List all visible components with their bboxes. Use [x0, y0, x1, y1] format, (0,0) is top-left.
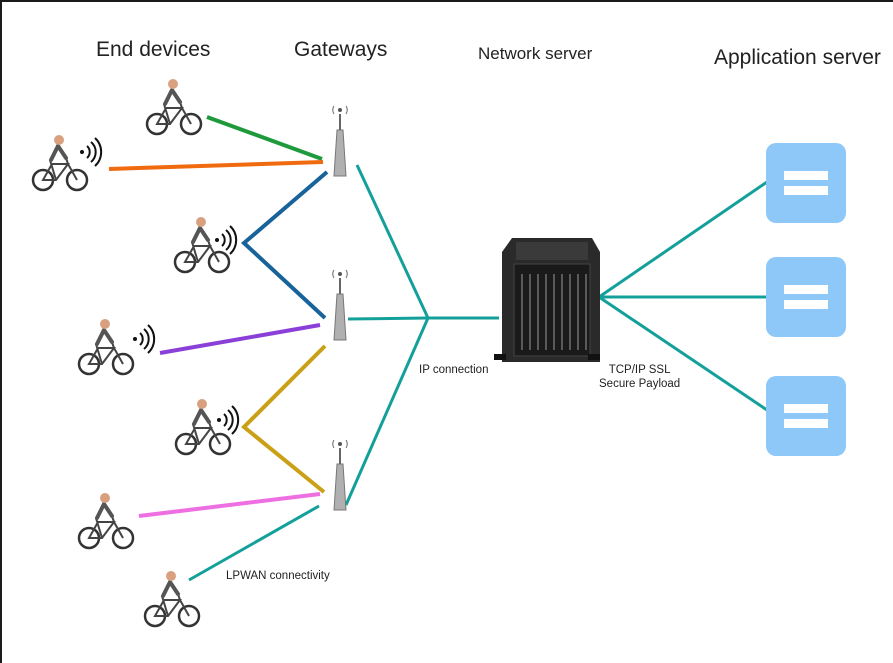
- signal-icon: [132, 324, 156, 354]
- link-cyclist2-gw1: [108, 160, 324, 171]
- network-server-icon: [494, 238, 600, 362]
- end-devices-title: End devices: [96, 38, 211, 61]
- application-server-title: Application server: [714, 46, 881, 69]
- ip-backhaul-link: [344, 164, 430, 506]
- tcp-ssl-line1: TCP/IP SSL: [608, 364, 671, 376]
- end-device-cyclist-3: [173, 215, 231, 274]
- end-device-cyclist-2: [31, 133, 89, 192]
- link-cyclist1-gw1: [206, 115, 323, 161]
- gateways-title: Gateways: [294, 38, 388, 61]
- end-device-cyclist-5: [174, 397, 232, 456]
- link-cyclist5-gw2-gw3: [241, 344, 327, 494]
- application-server-1: [766, 143, 846, 223]
- end-device-cyclist-4: [77, 317, 135, 376]
- signal-icon: [214, 225, 238, 255]
- gateway-1: [331, 105, 349, 177]
- tcp-ssl-line2: Secure Payload: [599, 378, 681, 390]
- gateway-2: [331, 269, 349, 341]
- lpwan-connectivity-label: LPWAN connectivity: [226, 570, 330, 582]
- application-server-2: [766, 257, 846, 337]
- link-cyclist4-gw2: [159, 323, 321, 355]
- network-server-title: Network server: [478, 44, 593, 63]
- end-device-cyclist-6: [77, 491, 135, 550]
- signal-icon: [79, 137, 103, 167]
- gateway-3: [331, 439, 349, 511]
- tcp-ssl-label: TCP/IP SSL Secure Payload: [599, 363, 680, 391]
- gw2-backhaul-link: [347, 316, 429, 321]
- link-cyclist3-gw1-gw2: [240, 170, 329, 320]
- server-to-app1-link: [598, 180, 768, 299]
- signal-icon: [216, 405, 240, 435]
- application-server-3: [766, 376, 846, 456]
- link-cyclist7-gw3: [188, 504, 320, 582]
- server-to-app3-link: [598, 295, 768, 412]
- link-cyclist6-gw3: [138, 492, 321, 518]
- ip-connection-label: IP connection: [419, 364, 489, 376]
- end-device-cyclist-1: [145, 77, 203, 136]
